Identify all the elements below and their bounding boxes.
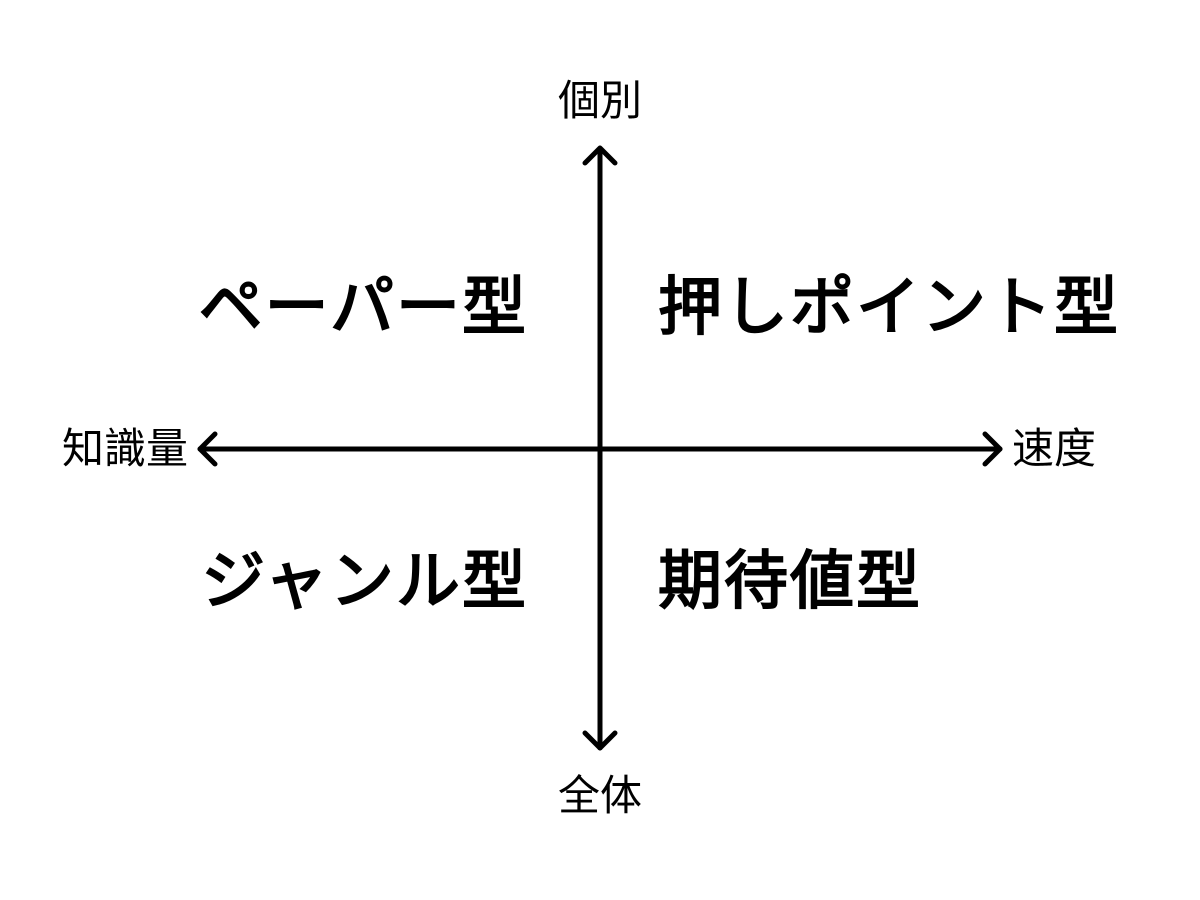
quadrant-label-bottom-left: ジャンル型: [201, 544, 528, 619]
axis-label-right: 速度: [1012, 424, 1097, 473]
axis-label-bottom: 全体: [557, 771, 643, 820]
quadrant-label-bottom-right: 期待値型: [658, 544, 922, 619]
arrow-left-icon: [197, 431, 218, 467]
quadrant-label-top-right: 押しポイント型: [658, 270, 1120, 345]
arrow-right-icon: [982, 431, 1003, 467]
arrow-down-icon: [582, 730, 618, 751]
arrow-up-icon: [582, 145, 618, 166]
axis-label-left: 知識量: [61, 424, 188, 473]
quadrant-label-top-left: ペーパー型: [198, 270, 528, 345]
axis-label-top: 個別: [557, 76, 643, 125]
